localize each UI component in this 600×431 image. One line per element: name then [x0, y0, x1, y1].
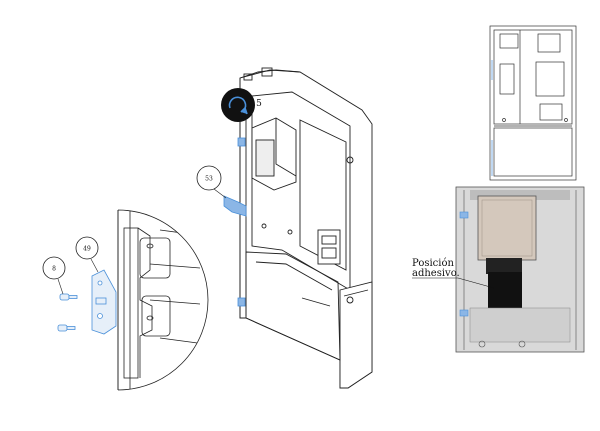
callout-8: 8 — [42, 256, 66, 295]
zoom-circle-outline — [117, 209, 209, 391]
main-cabinet — [239, 67, 373, 389]
zoom-detail — [117, 209, 209, 391]
screw-lower — [57, 324, 76, 332]
svg-text:53: 53 — [205, 176, 213, 183]
adhesive-note: Posición adhesivo. — [412, 258, 495, 289]
adhesive-detail — [455, 186, 585, 353]
callout-53: 53 — [196, 165, 227, 199]
screw-upper — [59, 293, 78, 301]
svg-text:Posición: Posición — [412, 258, 454, 269]
svg-text:5: 5 — [256, 99, 262, 109]
svg-text:49: 49 — [83, 246, 91, 253]
bracket-plate — [91, 269, 117, 335]
rotate-arrow-icon — [228, 96, 248, 115]
exploded-parts — [57, 269, 117, 335]
hinge-53-part — [223, 195, 247, 217]
svg-text:8: 8 — [52, 266, 56, 273]
svg-text:adhesivo.: adhesivo. — [412, 268, 460, 279]
front-view — [489, 25, 577, 181]
callout-49: 49 — [75, 236, 99, 273]
cabinet-hinges — [223, 137, 247, 307]
adhesive-area — [488, 272, 522, 308]
highlight-badge: 5 — [221, 88, 262, 122]
